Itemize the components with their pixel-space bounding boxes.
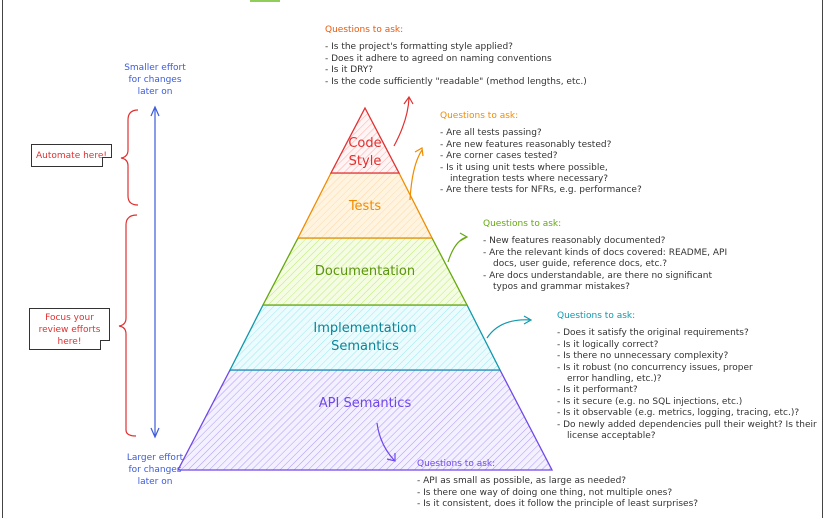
brace-focus bbox=[118, 214, 138, 437]
brace-automate bbox=[120, 109, 139, 206]
questions-heading: Questions to ask: bbox=[325, 25, 404, 35]
label-line: Style bbox=[348, 154, 382, 169]
questions-heading: Questions to ask: bbox=[417, 459, 496, 469]
question-item: New features reasonably documented? bbox=[483, 236, 728, 247]
question-item: Is it using unit tests where possible, i… bbox=[440, 163, 645, 186]
page-fold-icon bbox=[102, 157, 112, 167]
question-item: Is it consistent, does it follow the pri… bbox=[417, 499, 698, 510]
arrow-implementation bbox=[486, 315, 533, 339]
text-line: for changes bbox=[128, 465, 182, 475]
questions-api: Questions to ask: API as small as possib… bbox=[417, 459, 698, 511]
question-item: Does it adhere to agreed on naming conve… bbox=[325, 54, 587, 65]
question-item: Is there one way of doing one thing, not… bbox=[417, 488, 698, 499]
question-item: Is it DRY? bbox=[325, 65, 587, 76]
question-item: Is the code sufficiently "readable" (met… bbox=[325, 77, 587, 88]
label-line: Implementation bbox=[313, 321, 417, 336]
question-item: Is it secure (e.g. no SQL injections, et… bbox=[557, 397, 819, 408]
question-item: Is it performant? bbox=[557, 385, 819, 396]
arrow-tests bbox=[409, 147, 424, 201]
question-item: Is there no unnecessary complexity? bbox=[557, 351, 819, 362]
arrow-code-style bbox=[393, 95, 414, 147]
label-documentation: Documentation bbox=[314, 264, 416, 279]
questions-heading: Questions to ask: bbox=[557, 311, 636, 321]
note-text: Automate here! bbox=[36, 151, 107, 161]
text-line: Larger effort bbox=[126, 453, 184, 463]
label-tests: Tests bbox=[348, 199, 382, 214]
note-automate: Automate here! bbox=[31, 144, 112, 167]
questions-implementation: Questions to ask: Does it satisfy the or… bbox=[557, 311, 819, 442]
label-line: Semantics bbox=[331, 339, 399, 354]
layer-code-style bbox=[329, 106, 401, 174]
question-item: Is it logically correct? bbox=[557, 340, 819, 351]
questions-heading: Questions to ask: bbox=[440, 111, 519, 121]
question-item: Are new features reasonably tested? bbox=[440, 140, 645, 151]
question-item: API as small as possible, as large as ne… bbox=[417, 476, 698, 487]
question-item: Does it satisfy the original requirement… bbox=[557, 328, 819, 339]
note-text: Focus your bbox=[45, 313, 94, 323]
text-line: for changes bbox=[128, 75, 182, 85]
note-text: review efforts bbox=[38, 325, 101, 335]
question-item: Is the project's formatting style applie… bbox=[325, 42, 587, 53]
text-line: Smaller effort bbox=[124, 63, 186, 73]
question-item: Are corner cases tested? bbox=[440, 151, 645, 162]
text-line: later on bbox=[137, 87, 173, 97]
question-item: Are the relevant kinds of docs covered: … bbox=[483, 248, 728, 271]
question-item: Are docs understandable, are there no si… bbox=[483, 271, 728, 294]
question-item: Are there tests for NFRs, e.g. performan… bbox=[440, 185, 645, 196]
arrow-api bbox=[376, 422, 396, 462]
label-code-style: Code Style bbox=[325, 135, 405, 171]
decorative-line bbox=[250, 0, 280, 2]
question-item: Is it robust (no concurrency issues, pro… bbox=[557, 363, 757, 386]
effort-label-smaller: Smaller effort for changes later on bbox=[110, 62, 200, 98]
questions-documentation: Questions to ask: New features reasonabl… bbox=[483, 219, 728, 293]
question-item: Is it observable (e.g. metrics, logging,… bbox=[557, 408, 819, 419]
layer-api-semantics bbox=[176, 369, 554, 471]
text-line: later on bbox=[137, 477, 173, 487]
note-focus: Focus your review efforts here! bbox=[29, 308, 110, 350]
questions-heading: Questions to ask: bbox=[483, 219, 562, 229]
arrow-documentation bbox=[447, 232, 469, 263]
label-line: Code bbox=[348, 136, 382, 151]
note-text: here! bbox=[57, 337, 82, 347]
page-fold-icon bbox=[100, 340, 110, 350]
questions-tests: Questions to ask: Are all tests passing?… bbox=[440, 111, 645, 197]
questions-code-style: Questions to ask: Is the project's forma… bbox=[325, 25, 587, 88]
label-api-semantics: API Semantics bbox=[318, 396, 412, 411]
question-item: Are all tests passing? bbox=[440, 128, 645, 139]
effort-arrow bbox=[150, 105, 160, 439]
question-item: Do newly added dependencies pull their w… bbox=[557, 420, 819, 443]
label-implementation-semantics: Implementation Semantics bbox=[280, 320, 450, 356]
effort-label-larger: Larger effort for changes later on bbox=[110, 452, 200, 488]
